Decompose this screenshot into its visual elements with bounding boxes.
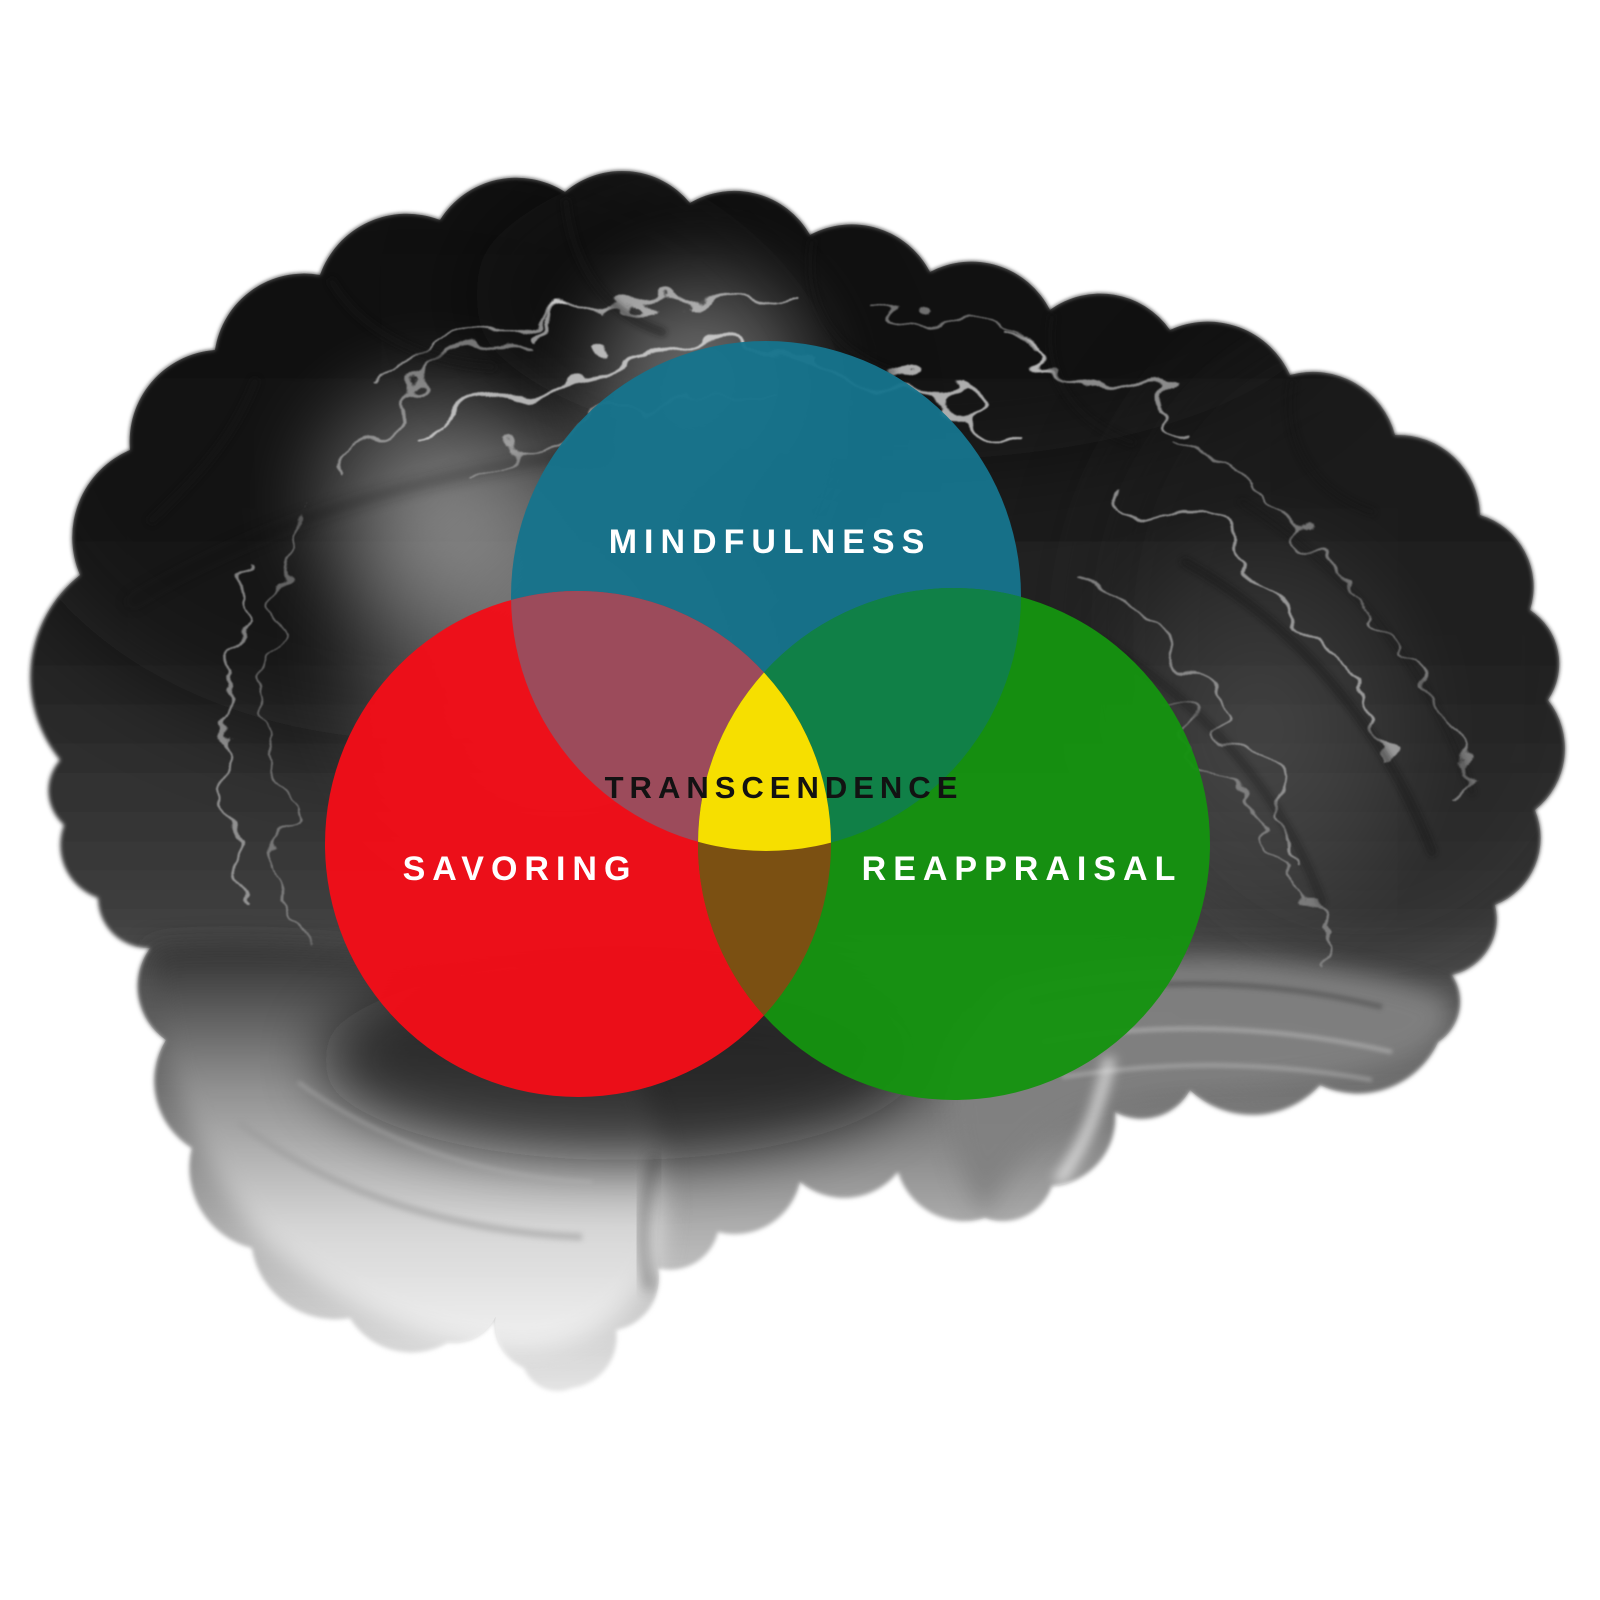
fiber-streak: [1116, 480, 1404, 774]
sulcus-line: [147, 377, 260, 525]
fiber-streak: [272, 520, 305, 950]
sulcus-line: [1098, 638, 1326, 906]
label-savoring: SAVORING: [403, 850, 638, 888]
sulcus-line: [1286, 378, 1376, 516]
lobe-fold: [636, 1153, 661, 1292]
label-reappraisal: REAPPRAISAL: [862, 850, 1183, 888]
fiber-glow: [275, 345, 585, 655]
temporal-sulcus: [296, 1080, 593, 1184]
sulcus-line: [806, 238, 896, 376]
label-transcendence: TRANSCENDENCE: [605, 770, 964, 805]
sulcus-line: [1180, 557, 1437, 857]
sulcus-line: [561, 197, 667, 337]
fiber-streak: [221, 558, 252, 904]
cerebellum-notch: [1053, 1056, 1115, 1185]
sulcus-line: [1046, 313, 1136, 446]
fiber-streak: [358, 310, 577, 397]
brain-sulci: [126, 197, 1476, 906]
fiber-streak: [1150, 700, 1344, 984]
temporal-sulcus: [235, 1119, 583, 1241]
sulcus-line: [126, 446, 608, 608]
fiber-streak: [513, 292, 797, 334]
sulcus-line: [327, 277, 497, 372]
venn-diagram: MINDFULNESS SAVORING REAPPRAISAL TRANSCE…: [325, 341, 1210, 1100]
sulcus-line: [1238, 498, 1476, 796]
fiber-streak: [328, 340, 514, 482]
fiber-streak: [978, 328, 1207, 432]
fiber-streak: [878, 298, 1082, 367]
label-mindfulness: MINDFULNESS: [609, 523, 932, 561]
